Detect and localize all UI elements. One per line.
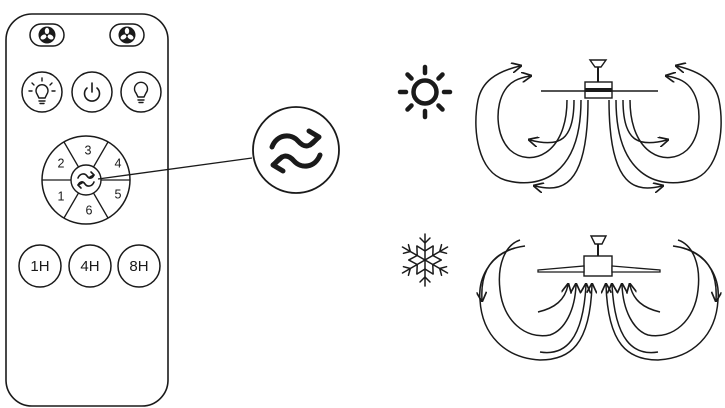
fan-icon [118, 26, 136, 44]
fan-button-right[interactable] [109, 23, 145, 47]
speed-3-button[interactable]: 3 [85, 143, 92, 157]
light-bulb-icon [133, 81, 149, 104]
light-dimmer-icon [28, 77, 56, 105]
power-button[interactable] [71, 71, 113, 113]
reverse-direction-icon [77, 171, 95, 189]
reverse-button[interactable] [70, 164, 102, 196]
timer-8h-label: 8H [129, 258, 148, 275]
light-bulb-button[interactable] [120, 71, 162, 113]
reverse-callout [252, 106, 340, 194]
timer-button-4h[interactable]: 4H [68, 244, 112, 288]
speed-dial: 1 2 3 4 5 6 [41, 135, 131, 225]
fan-airflow-winter [480, 235, 718, 361]
fan-airflow-summer [475, 59, 722, 188]
timer-button-8h[interactable]: 8H [117, 244, 161, 288]
speed-6-button[interactable]: 6 [86, 203, 93, 217]
fan-icon [38, 26, 56, 44]
timer-4h-label: 4H [80, 258, 99, 275]
light-dimmer-button[interactable] [21, 71, 63, 113]
snowflake-icon [401, 233, 449, 287]
timer-button-1h[interactable]: 1H [18, 244, 62, 288]
power-icon [83, 82, 101, 102]
ceiling-fan-illustration [537, 235, 661, 277]
timer-1h-label: 1H [30, 258, 49, 275]
speed-1-button[interactable]: 1 [58, 189, 65, 203]
reverse-direction-icon [269, 128, 323, 174]
speed-2-button[interactable]: 2 [58, 156, 65, 170]
remote-control: 1 2 3 4 5 6 1H 4 [5, 13, 169, 407]
sun-icon [397, 64, 453, 120]
speed-4-button[interactable]: 4 [115, 156, 122, 170]
ceiling-fan-illustration [541, 59, 658, 99]
callout-leader-line [97, 157, 253, 180]
fan-button-left[interactable] [29, 23, 65, 47]
speed-5-button[interactable]: 5 [115, 187, 122, 201]
